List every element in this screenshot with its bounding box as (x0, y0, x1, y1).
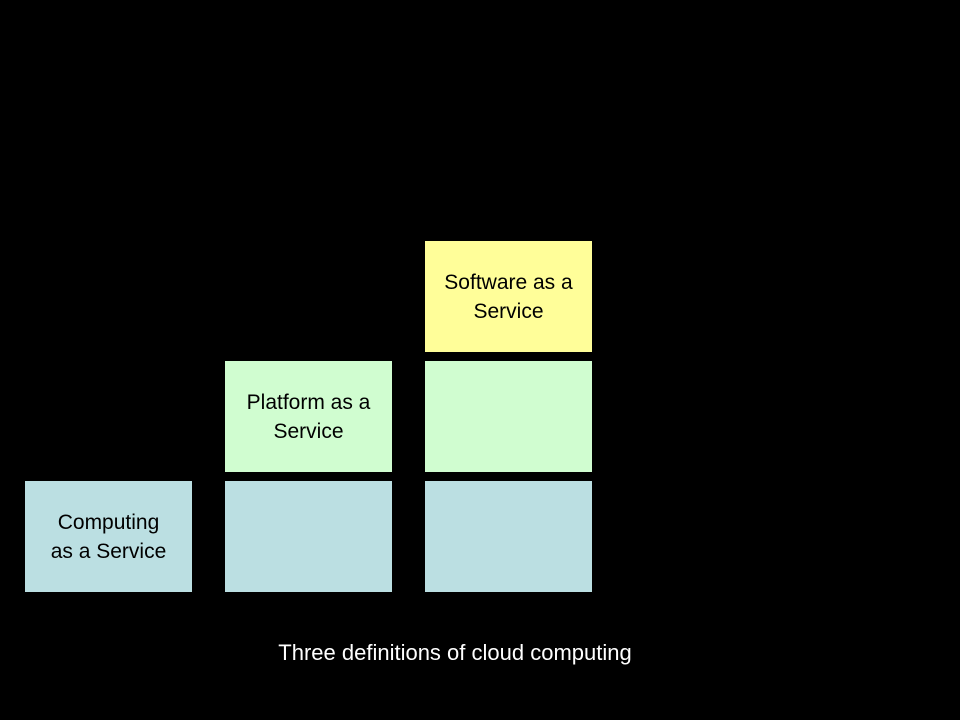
computing-as-a-service-block: Computing as a Service (25, 481, 192, 592)
caption: Three definitions of cloud computing (278, 640, 632, 665)
software-as-a-service-label: Software as a Service (444, 270, 573, 323)
column-3-platform-layer (425, 361, 592, 472)
column-2-computing-layer (225, 481, 392, 592)
column-3-computing-layer (425, 481, 592, 592)
platform-as-a-service-block: Platform as a Service (225, 361, 392, 472)
platform-as-a-service-label: Platform as a Service (246, 390, 371, 443)
computing-as-a-service-label: Computing as a Service (50, 510, 167, 563)
software-as-a-service-block: Software as a Service (425, 241, 592, 352)
